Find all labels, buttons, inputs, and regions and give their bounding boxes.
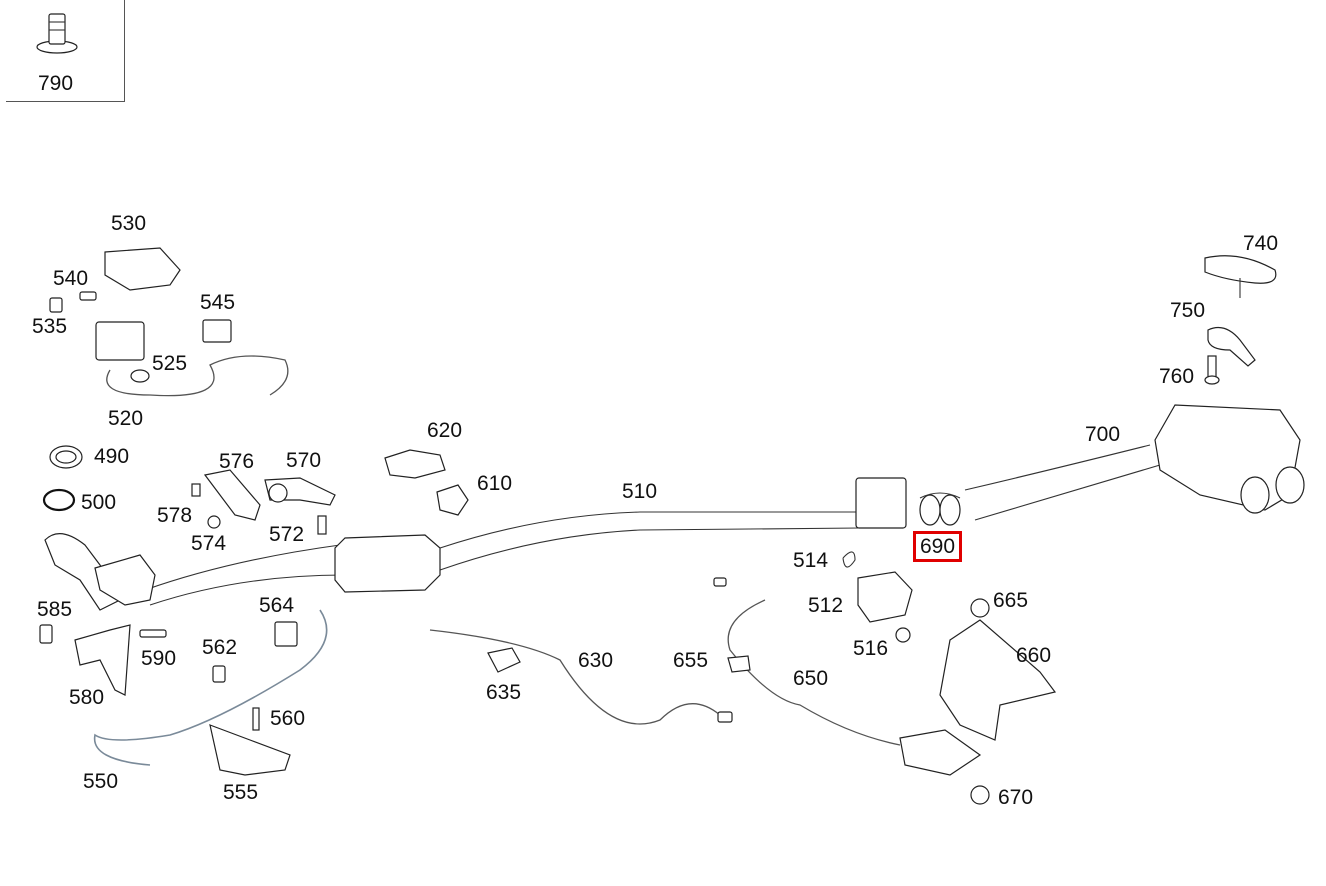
part-516-bolt	[895, 627, 911, 643]
part-655-clip	[727, 655, 751, 673]
callout-740: 740	[1243, 232, 1279, 255]
callout-690-highlighted: 690	[913, 531, 963, 562]
callout-540: 540	[53, 267, 89, 290]
callout-574: 574	[191, 532, 227, 555]
callout-590: 590	[141, 647, 177, 670]
part-580-bracket	[74, 624, 131, 696]
cable-520	[106, 355, 289, 397]
part-670-nut	[970, 785, 990, 805]
callout-562: 562	[202, 636, 238, 659]
part-545-clip	[202, 319, 232, 343]
callout-620: 620	[427, 419, 463, 442]
part-555-bracket	[209, 724, 291, 776]
part-790-bolt	[36, 13, 78, 54]
part-510-front-pipe	[144, 477, 907, 606]
callout-700: 700	[1085, 423, 1121, 446]
part-572-574-578-fasteners	[191, 483, 327, 535]
callout-610: 610	[477, 472, 513, 495]
callout-516: 516	[853, 637, 889, 660]
callout-545: 545	[200, 291, 236, 314]
cable-550	[93, 609, 328, 766]
cable-650	[727, 599, 901, 746]
part-610-mount	[436, 484, 469, 516]
callout-530: 530	[111, 212, 147, 235]
part-760-bolt	[1204, 355, 1220, 385]
callout-665: 665	[993, 589, 1029, 612]
callout-576: 576	[219, 450, 255, 473]
part-490-seal	[49, 445, 83, 469]
inset-label: 790	[38, 72, 74, 95]
part-590-bolt	[139, 629, 167, 638]
callout-555: 555	[223, 781, 259, 804]
callout-514: 514	[793, 549, 829, 572]
part-control-module-650	[899, 729, 982, 776]
part-514-spring	[842, 551, 856, 568]
callout-570: 570	[286, 449, 322, 472]
callout-655: 655	[673, 649, 709, 672]
callout-500: 500	[81, 491, 117, 514]
part-module-box	[95, 321, 145, 361]
callout-512: 512	[808, 594, 844, 617]
callout-760: 760	[1159, 365, 1195, 388]
part-512-actuator	[857, 571, 913, 623]
callout-560: 560	[270, 707, 306, 730]
part-690-clamp	[919, 492, 961, 526]
part-sensor-connectors	[713, 577, 733, 723]
callout-510: 510	[622, 480, 658, 503]
callout-520: 520	[108, 407, 144, 430]
part-530-bracket	[104, 247, 181, 291]
cable-630	[429, 629, 721, 725]
callout-750: 750	[1170, 299, 1206, 322]
part-620-bracket	[384, 449, 446, 479]
callout-550: 550	[83, 770, 119, 793]
callout-650: 650	[793, 667, 829, 690]
part-740-hanger	[1204, 255, 1277, 298]
part-560-bolt	[252, 707, 260, 731]
part-660-bracket	[939, 619, 1057, 741]
part-635-clip	[487, 647, 521, 673]
part-500-ring	[42, 488, 76, 512]
callout-630: 630	[578, 649, 614, 672]
part-manifold-outlet	[44, 533, 156, 611]
part-576-heat-shield	[203, 469, 261, 521]
callout-535: 535	[32, 315, 68, 338]
part-562-clip	[212, 665, 226, 683]
callout-525: 525	[152, 352, 188, 375]
callout-585: 585	[37, 598, 73, 621]
part-665-nut	[970, 598, 990, 618]
callout-660: 660	[1016, 644, 1052, 667]
part-750-hanger	[1207, 327, 1256, 367]
part-570-hanger-bracket	[264, 477, 336, 506]
callout-564: 564	[259, 594, 295, 617]
callout-635: 635	[486, 681, 522, 704]
part-564-clip	[274, 621, 298, 647]
part-535-540-525-bolts	[49, 291, 150, 383]
part-700-rear-silencer	[964, 404, 1305, 521]
callout-580: 580	[69, 686, 105, 709]
callout-572: 572	[269, 523, 305, 546]
callout-578: 578	[157, 504, 193, 527]
part-585-bolt	[39, 624, 53, 644]
callout-670: 670	[998, 786, 1034, 809]
callout-490: 490	[94, 445, 130, 468]
inset-box	[6, 0, 125, 102]
